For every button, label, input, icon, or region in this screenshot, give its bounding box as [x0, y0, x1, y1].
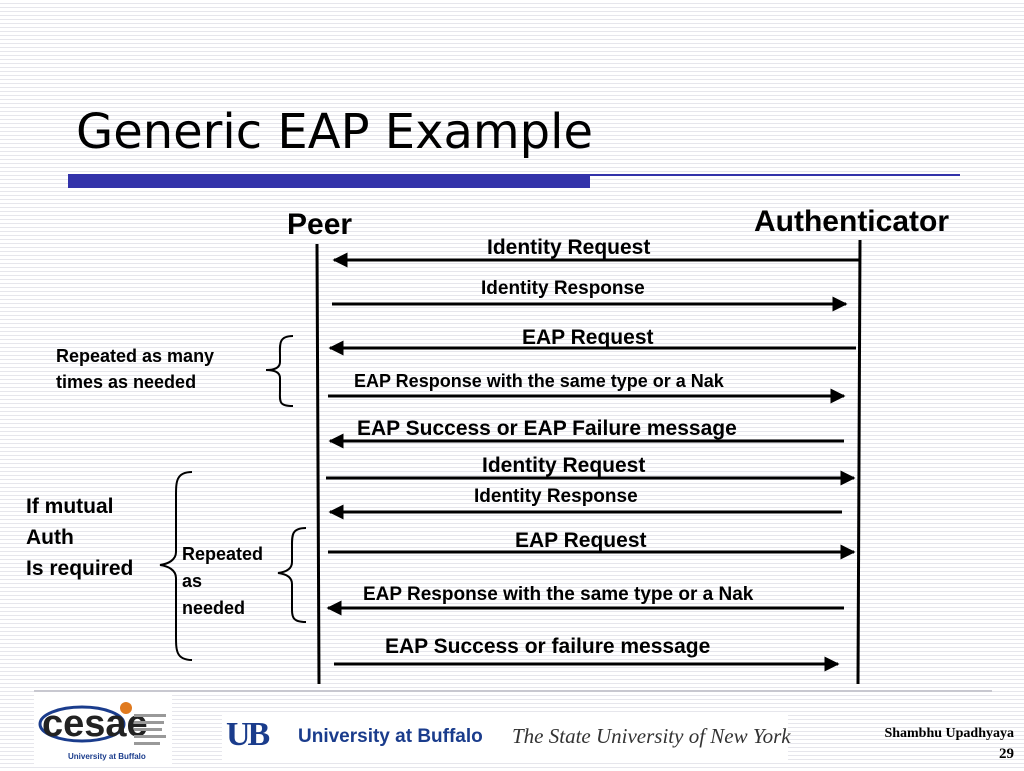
brace-mutual: [159, 471, 193, 661]
message-label: Identity Request: [482, 454, 646, 477]
ub-mark: UB: [226, 716, 270, 753]
message-label: Identity Response: [481, 278, 645, 299]
ub-name: University at Buffalo: [298, 726, 483, 747]
message-label: EAP Response with the same type or a Nak: [354, 371, 724, 391]
message-label: EAP Success or EAP Failure message: [357, 417, 737, 440]
message-label: Identity Response: [474, 486, 638, 507]
message-label: EAP Request: [522, 326, 654, 349]
cesae-caption: University at Buffalo: [68, 752, 146, 761]
cesae-logo: cesae University at Buffalo: [34, 692, 172, 766]
brace-repeat-2: [277, 527, 307, 623]
title-underline-thick: [68, 174, 590, 188]
message-label: EAP Request: [515, 529, 647, 552]
brace-repeat-1: [265, 335, 294, 407]
actor-authenticator: Authenticator: [754, 205, 949, 238]
peer-lifeline: [315, 243, 321, 685]
cesae-logo-mark: cesae: [38, 702, 166, 745]
title-underline-thin: [590, 174, 960, 176]
page-number: 29: [999, 746, 1014, 762]
author-name: Shambhu Upadhyaya: [884, 726, 1014, 741]
actor-peer: Peer: [287, 208, 353, 241]
svg-text:cesae: cesae: [42, 703, 148, 745]
message-label: Identity Request: [487, 236, 651, 259]
message-label: EAP Response with the same type or a Nak: [363, 584, 754, 605]
ub-state-name: The State University of New York: [512, 724, 791, 748]
message-label: EAP Success or failure message: [385, 635, 711, 658]
authenticator-lifeline: [856, 239, 862, 685]
slide-title: Generic EAP Example: [76, 104, 594, 160]
ub-logo: UB University at Buffalo The State Unive…: [222, 712, 791, 760]
footer-divider: [34, 690, 992, 692]
